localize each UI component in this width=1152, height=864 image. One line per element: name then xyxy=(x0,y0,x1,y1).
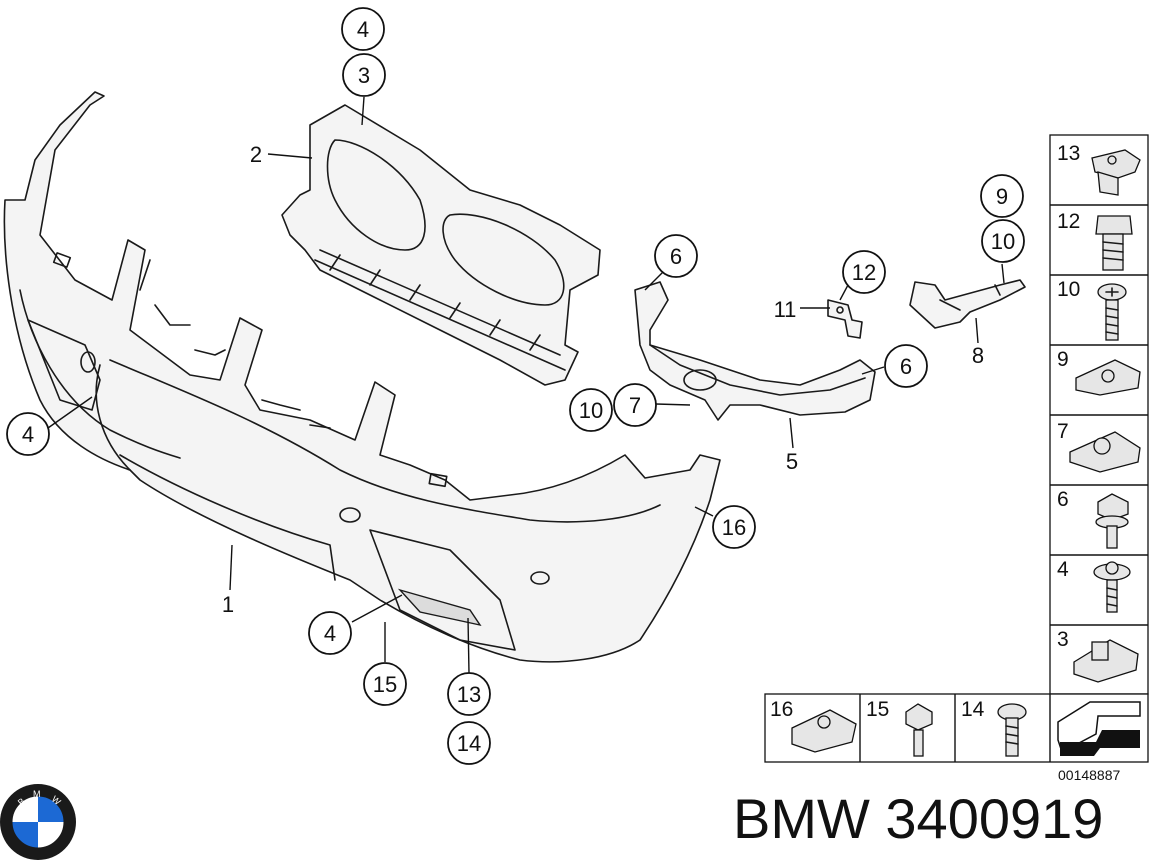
label-1: 1 xyxy=(222,592,234,617)
front-bumper-part xyxy=(3,91,721,663)
callout-c16: 16 xyxy=(712,505,756,549)
callout-c6-upper: 6 xyxy=(654,234,698,278)
svg-text:10: 10 xyxy=(579,398,603,423)
label-8: 8 xyxy=(972,343,984,368)
callout-c9: 9 xyxy=(980,174,1024,218)
bracket-part-11 xyxy=(827,299,863,339)
hardware-cell-6: 6 xyxy=(1057,488,1129,549)
svg-text:6: 6 xyxy=(900,354,912,379)
svg-text:7: 7 xyxy=(1057,420,1069,443)
svg-text:6: 6 xyxy=(1057,488,1069,511)
svg-text:4: 4 xyxy=(357,17,369,42)
hardware-cell-15: 15 xyxy=(866,698,933,757)
document-number: 00148887 xyxy=(1058,767,1121,783)
svg-text:12: 12 xyxy=(852,260,876,285)
svg-text:10: 10 xyxy=(1057,278,1080,301)
svg-text:4: 4 xyxy=(324,621,336,646)
callout-c10-left: 10 xyxy=(569,388,613,432)
svg-text:14: 14 xyxy=(457,731,481,756)
grille-carrier-part xyxy=(281,104,601,386)
hardware-cell-13: 13 xyxy=(1057,142,1141,196)
callout-c10-right: 10 xyxy=(981,219,1025,263)
hardware-panel: 13 12 10 9 7 6 xyxy=(1049,134,1149,695)
hardware-cell-4: 4 xyxy=(1057,558,1131,613)
svg-text:13: 13 xyxy=(1057,142,1080,165)
svg-text:4: 4 xyxy=(22,422,34,447)
part-title: BMW 3400919 xyxy=(733,787,1104,850)
hardware-bottom-row: 16 15 14 xyxy=(764,693,1149,763)
svg-text:9: 9 xyxy=(1057,348,1069,371)
callout-c12: 12 xyxy=(842,250,886,294)
hardware-cell-16: 16 xyxy=(770,698,857,753)
callout-c4-left: 4 xyxy=(6,412,50,456)
callout-c14: 14 xyxy=(447,721,491,765)
direction-arrow-icon xyxy=(1057,701,1141,756)
svg-text:B: B xyxy=(16,796,27,808)
callout-c13: 13 xyxy=(447,672,491,716)
svg-text:3: 3 xyxy=(1057,628,1069,651)
svg-text:4: 4 xyxy=(1057,558,1069,581)
hardware-cell-10: 10 xyxy=(1057,278,1127,341)
svg-text:13: 13 xyxy=(457,682,481,707)
callout-c7: 7 xyxy=(613,383,657,427)
bumper-bracket-part xyxy=(634,281,876,421)
svg-text:M: M xyxy=(33,789,41,799)
callout-c3-top: 3 xyxy=(342,53,386,97)
callout-c6-right: 6 xyxy=(884,344,928,388)
bracket-part-8 xyxy=(909,279,1026,329)
hardware-cell-3: 3 xyxy=(1057,628,1139,683)
svg-text:16: 16 xyxy=(722,515,746,540)
hardware-cell-14: 14 xyxy=(961,698,1027,757)
svg-text:15: 15 xyxy=(373,672,397,697)
hardware-cell-9: 9 xyxy=(1057,348,1141,396)
leader-lines xyxy=(47,96,1005,674)
label-5: 5 xyxy=(786,449,798,474)
svg-text:10: 10 xyxy=(991,229,1015,254)
svg-text:6: 6 xyxy=(670,244,682,269)
svg-text:12: 12 xyxy=(1057,210,1080,233)
callout-c4-top: 4 xyxy=(341,7,385,51)
callout-c4-bottom: 4 xyxy=(308,611,352,655)
label-11: 11 xyxy=(774,297,797,322)
label-2: 2 xyxy=(250,142,262,167)
hardware-cell-7: 7 xyxy=(1057,420,1141,473)
svg-text:16: 16 xyxy=(770,698,793,721)
svg-text:3: 3 xyxy=(358,63,370,88)
svg-text:15: 15 xyxy=(866,698,889,721)
svg-text:9: 9 xyxy=(996,184,1008,209)
svg-text:14: 14 xyxy=(961,698,985,721)
hardware-cell-12: 12 xyxy=(1057,210,1133,271)
callout-c15: 15 xyxy=(363,662,407,706)
bmw-logo-icon: B M W xyxy=(0,784,76,860)
svg-text:7: 7 xyxy=(629,393,641,418)
